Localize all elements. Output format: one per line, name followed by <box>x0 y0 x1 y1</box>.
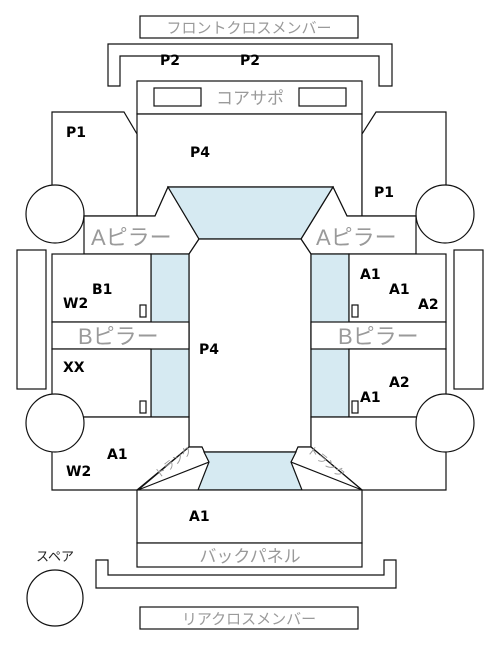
code-rear-door-right-2: A1 <box>360 390 381 406</box>
b-pillar-right[interactable] <box>310 321 447 350</box>
code-front-door-right-3: A2 <box>418 297 439 313</box>
front-cross-member-box[interactable] <box>139 15 359 39</box>
spare-label: スペア <box>36 549 74 564</box>
tire-front-left[interactable] <box>25 184 85 244</box>
trunk-lid[interactable] <box>136 489 363 544</box>
front-door-left-handle <box>139 304 147 318</box>
core-support-slot-right <box>298 87 347 107</box>
back-panel-box[interactable] <box>136 542 363 568</box>
core-support-label: コアサポ <box>216 89 284 108</box>
code-front-fender-left: P1 <box>66 125 86 141</box>
code-front-door-right-1: A1 <box>360 267 381 283</box>
tire-rear-left[interactable] <box>25 393 85 453</box>
code-roof: P4 <box>199 342 219 358</box>
b-pillar-left-label: Bピラー <box>78 324 159 349</box>
rear-cross-member-box[interactable] <box>139 606 359 630</box>
code-front-door-left-1: B1 <box>92 282 112 298</box>
tire-rear-right[interactable] <box>415 393 475 453</box>
code-front-door-right-2: A1 <box>389 282 410 298</box>
rear-window[interactable] <box>197 451 303 491</box>
b-pillar-left[interactable] <box>51 321 190 350</box>
front-door-right-handle <box>351 304 359 318</box>
a-pillar-left-label: Aピラー <box>91 225 172 250</box>
code-rear-fender-left-2: W2 <box>66 464 91 480</box>
rear-member-bracket[interactable] <box>95 559 397 589</box>
front-cross-member-label: フロントクロスメンバー <box>166 20 331 37</box>
front-door-right[interactable] <box>348 253 447 323</box>
code-rear-door-left: XX <box>63 360 85 376</box>
core-support-slot-left <box>153 87 202 107</box>
rear-door-left-handle <box>139 400 147 414</box>
tire-spare[interactable] <box>26 569 84 627</box>
a-pillar-right-label: Aピラー <box>316 225 397 250</box>
code-rear-door-right-1: A2 <box>389 375 410 391</box>
rear-cross-member-label: リアクロスメンバー <box>182 611 316 628</box>
code-hood: P4 <box>190 145 210 161</box>
code-front-member-left: P2 <box>160 53 180 69</box>
front-member-bracket[interactable] <box>107 43 393 87</box>
code-front-member-right: P2 <box>240 53 260 69</box>
b-pillar-right-label: Bピラー <box>338 324 419 349</box>
back-panel-label: バックパネル <box>199 547 300 566</box>
front-door-left[interactable] <box>51 253 152 323</box>
code-front-fender-right: P1 <box>374 185 394 201</box>
code-rear-fender-left-1: A1 <box>107 447 128 463</box>
code-front-door-left-2: W2 <box>63 296 88 312</box>
rear-door-right-handle <box>351 400 359 414</box>
code-trunk-lid: A1 <box>189 509 210 525</box>
sill-right[interactable] <box>453 249 484 390</box>
sill-left[interactable] <box>16 249 47 390</box>
tire-front-right[interactable] <box>415 184 475 244</box>
